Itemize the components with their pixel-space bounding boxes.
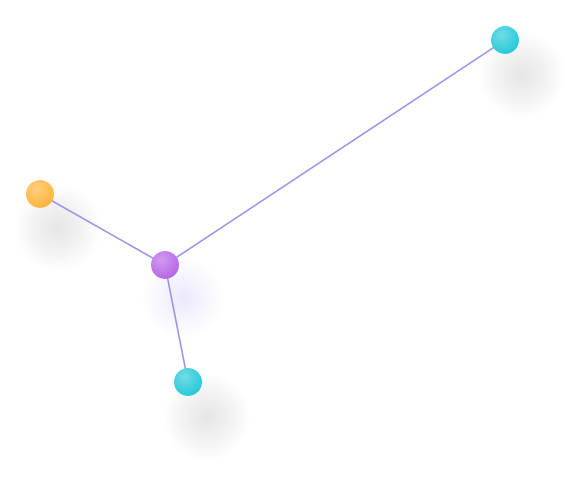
- nodes: [26, 26, 519, 396]
- node-leaf-top-right[interactable]: [491, 26, 519, 54]
- edges: [39, 39, 506, 383]
- node-shadows: [14, 31, 566, 461]
- node-shadow-leaf-top-right: [478, 31, 566, 119]
- edge-hub-leaf-left: [39, 193, 166, 266]
- edge-hub-leaf-top-right: [164, 39, 506, 266]
- node-hub[interactable]: [151, 251, 179, 279]
- edge-hub-leaf-bottom: [164, 264, 189, 383]
- node-leaf-bottom[interactable]: [174, 368, 202, 396]
- node-leaf-left[interactable]: [26, 180, 54, 208]
